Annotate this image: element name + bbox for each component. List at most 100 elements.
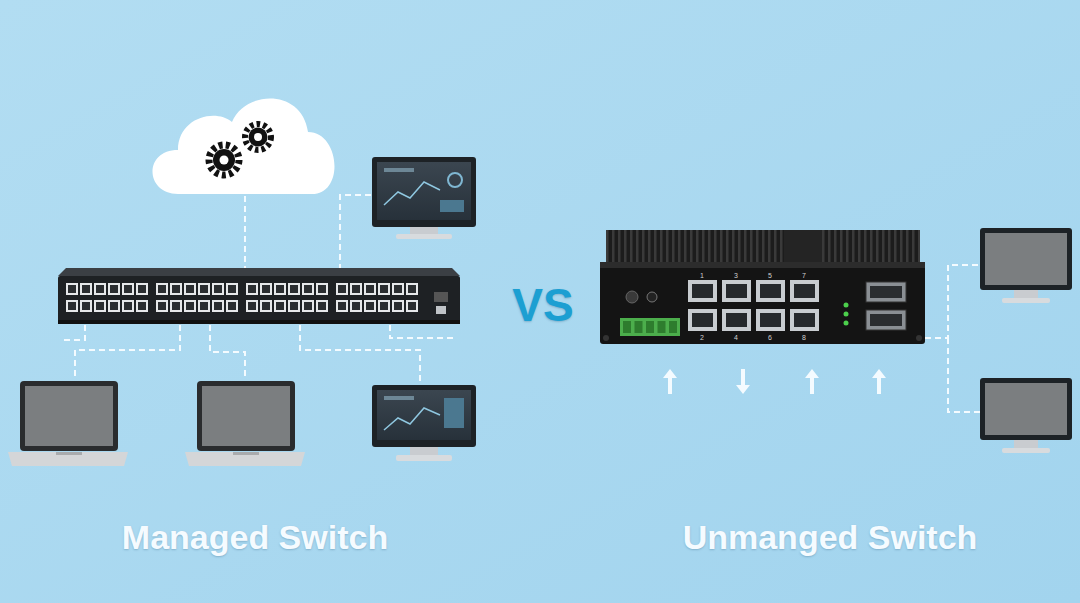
rj45-port: [392, 283, 404, 295]
rj45-port: [186, 285, 194, 293]
rj45-port: [364, 300, 376, 312]
rj45-port: [94, 300, 106, 312]
laptop-icon: [8, 381, 128, 466]
rj45-port: [302, 283, 314, 295]
rj45-port: [170, 283, 182, 295]
rj45-port: [408, 302, 416, 310]
monitor-icon: [372, 157, 476, 239]
rj45-port: [226, 283, 238, 295]
terminal-screw: [669, 321, 677, 333]
terminal-screw: [658, 321, 666, 333]
rj45-port: [274, 283, 286, 295]
rj45-port: [214, 302, 222, 310]
rj45-port: [318, 302, 326, 310]
rj45-port: [290, 285, 298, 293]
monitor-icon: [980, 378, 1072, 453]
rj45-port: [68, 302, 76, 310]
rj45-port: [756, 309, 785, 331]
rj45-port: [288, 283, 300, 295]
rj45-port: [316, 283, 328, 295]
rj45-port: [66, 283, 78, 295]
switch-caption: Unmanged Switch: [683, 520, 978, 554]
rj45-port: [406, 300, 418, 312]
rj45-port: [200, 285, 208, 293]
rj45-port: [136, 283, 148, 295]
rj45-port: [726, 284, 747, 298]
rj45-port: [350, 300, 362, 312]
port-number: 1: [700, 272, 704, 279]
port-number: 8: [802, 334, 806, 341]
rj45-port: [66, 300, 78, 312]
rj45-port: [158, 302, 166, 310]
rj45-port: [380, 302, 388, 310]
vs-label: VS: [512, 282, 573, 328]
rj45-port: [692, 313, 713, 327]
rj45-port: [226, 300, 238, 312]
port-number: 7: [802, 272, 806, 279]
rj45-port: [82, 285, 90, 293]
rj45-port: [290, 302, 298, 310]
managed-switch: [58, 268, 460, 324]
terminal-screw: [635, 321, 643, 333]
rj45-port: [790, 309, 819, 331]
rj45-port: [276, 302, 284, 310]
laptop-icon: [185, 381, 305, 466]
rj45-port: [184, 300, 196, 312]
rj45-port: [378, 300, 390, 312]
rj45-port: [364, 283, 376, 295]
rj45-port: [726, 313, 747, 327]
rj45-port: [228, 302, 236, 310]
rj45-port: [262, 302, 270, 310]
port-block: [688, 280, 819, 331]
rj45-port: [108, 283, 120, 295]
terminal-screw: [623, 321, 631, 333]
rj45-port: [692, 284, 713, 298]
rj45-port: [158, 285, 166, 293]
rj45-port: [794, 313, 815, 327]
rj45-port: [276, 285, 284, 293]
rj45-port: [124, 302, 132, 310]
rj45-port: [394, 302, 402, 310]
rj45-port: [110, 285, 118, 293]
rj45-port: [760, 284, 781, 298]
port-number: 6: [768, 334, 772, 341]
rj45-port: [172, 285, 180, 293]
rj45-port: [352, 302, 360, 310]
rj45-port: [94, 283, 106, 295]
unmanaged-switch: [600, 230, 925, 344]
rj45-port: [288, 300, 300, 312]
rj45-port: [110, 302, 118, 310]
rj45-port: [122, 300, 134, 312]
terminal-screw: [646, 321, 654, 333]
rj45-port: [136, 300, 148, 312]
rj45-port: [80, 300, 92, 312]
rj45-port: [338, 302, 346, 310]
rj45-port: [338, 285, 346, 293]
rj45-port: [122, 283, 134, 295]
rj45-port: [274, 300, 286, 312]
rj45-port: [246, 300, 258, 312]
terminal-block: [623, 321, 677, 333]
flow-arrows: [663, 369, 886, 394]
rj45-port: [722, 309, 751, 331]
rj45-port: [248, 302, 256, 310]
port-number: 2: [700, 334, 704, 341]
rj45-port: [186, 302, 194, 310]
rj45-port: [304, 302, 312, 310]
rj45-port: [366, 285, 374, 293]
rj45-port: [184, 283, 196, 295]
cloud-icon: [152, 98, 334, 194]
rj45-port: [170, 300, 182, 312]
rj45-port: [408, 285, 416, 293]
rj45-port: [212, 283, 224, 295]
rj45-port: [248, 285, 256, 293]
rj45-port: [260, 300, 272, 312]
rj45-port: [318, 285, 326, 293]
rj45-port: [200, 302, 208, 310]
rj45-port: [198, 300, 210, 312]
rj45-port: [394, 285, 402, 293]
rj45-port: [124, 285, 132, 293]
port-row: [66, 283, 418, 312]
rj45-port: [336, 300, 348, 312]
